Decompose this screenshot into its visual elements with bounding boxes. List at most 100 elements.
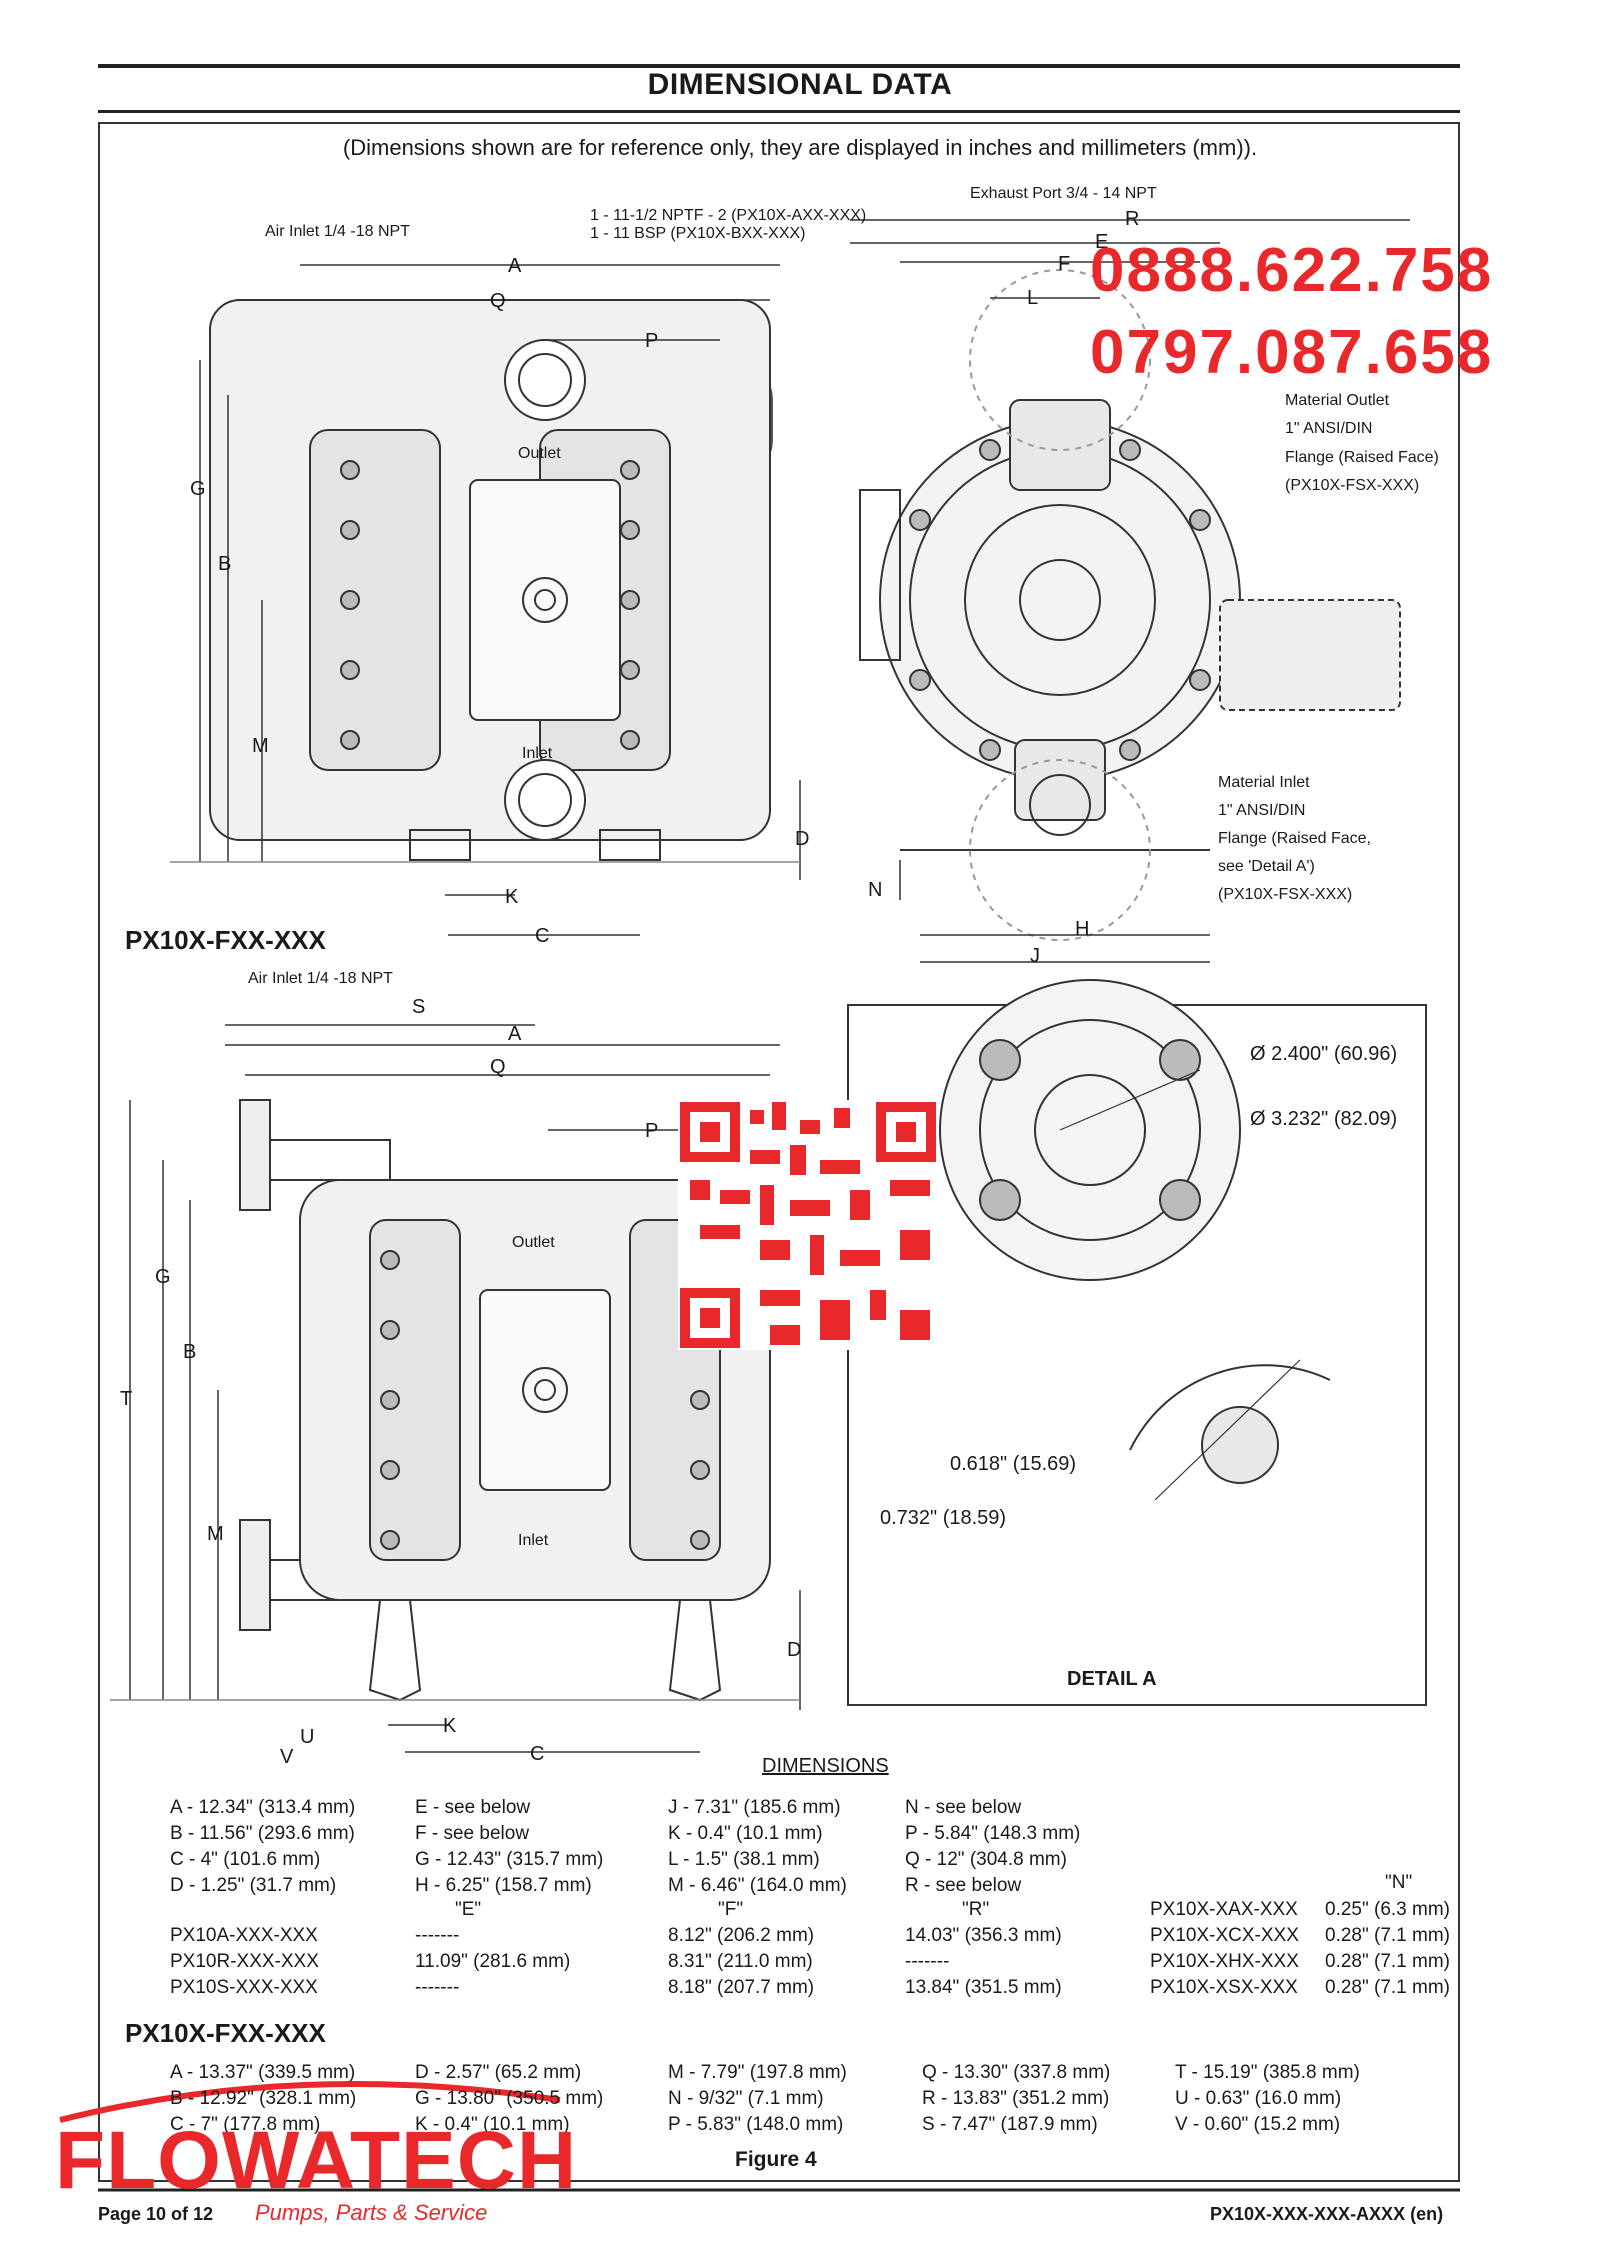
side-view-dimensions [850,219,1410,963]
inlet-label-top: Inlet [522,745,553,762]
material-outlet-4: (PX10X-FSX-XXX) [1285,477,1419,494]
table-cell: ------- [415,1977,460,1998]
table-cell: PX10R-XXX-XXX [170,1951,319,1972]
dim-d-top: D [795,828,809,850]
dim-s: S [412,996,425,1018]
dim-h: H [1075,918,1089,940]
detail-a-drawing [939,979,1331,1501]
brand-swoosh [59,2081,561,2123]
efr-col-model: PX10A-XXX-XXX PX10R-XXX-XXX PX10S-XXX-XX… [170,1923,319,2001]
dim-p-top: P [645,330,658,352]
dim-entry: J - 7.31" (185.6 mm) [668,1797,841,1818]
dim-b-top: B [218,553,231,575]
dim-entry: L - 1.5" (38.1 mm) [668,1849,820,1870]
dim-entry: K - 0.4" (10.1 mm) [668,1823,823,1844]
detail-dim-4: 0.732" (18.59) [880,1507,1006,1529]
page-title: DIMENSIONAL DATA [647,68,953,101]
table-cell: PX10A-XXX-XXX [170,1925,318,1946]
air-inlet-label-top: Air Inlet 1/4 -18 NPT [265,223,410,240]
dim-entry: E - see below [415,1797,531,1818]
phone-number-1: 0888.622.758 [1090,236,1494,305]
pump-side-view-top [859,269,1401,941]
dim-a-top: A [508,255,522,277]
dim-entry: G - 13.80" (350.5 mm) [415,2088,604,2109]
outlet-label-bottom: Outlet [512,1234,555,1251]
fxx-column-5: T - 15.19" (385.8 mm) U - 0.63" (16.0 mm… [1175,2060,1360,2138]
n-col-model: PX10X-XAX-XXX PX10X-XCX-XXX PX10X-XHX-XX… [1150,1897,1299,2001]
efr-header-e: "E" [455,1899,482,1920]
dim-entry: M - 6.46" (164.0 mm) [668,1875,847,1896]
dim-j: J [1030,945,1040,967]
dim-column-3: J - 7.31" (185.6 mm) K - 0.4" (10.1 mm) … [668,1795,847,1899]
efr-header-f: "F" [718,1899,744,1920]
dim-g-bottom: G [155,1266,171,1288]
fxx-column-4: Q - 13.30" (337.8 mm) R - 13.83" (351.2 … [922,2060,1110,2138]
dim-column-2: E - see below F - see below G - 12.43" (… [415,1795,603,1899]
dim-entry: A - 12.34" (313.4 mm) [170,1797,356,1818]
dim-column-4: N - see below P - 5.84" (148.3 mm) Q - 1… [905,1795,1080,1899]
dim-entry: M - 7.79" (197.8 mm) [668,2062,847,2083]
table-cell: 8.12" (206.2 mm) [668,1925,815,1946]
material-inlet-2: 1" ANSI/DIN [1218,802,1305,819]
dim-entry: F - see below [415,1823,530,1844]
table-cell: 8.18" (207.7 mm) [668,1977,815,1998]
document-code: PX10X-XXX-XXX-AXXX (en) [1210,2204,1444,2224]
dim-f: F [1058,253,1070,275]
material-outlet-2: 1" ANSI/DIN [1285,420,1372,437]
dim-k-bottom: K [443,1715,457,1737]
air-inlet-label-bottom: Air Inlet 1/4 -18 NPT [248,970,393,987]
qr-code [678,1100,938,1350]
model-label-fxx: PX10X-FXX-XXX [125,2018,326,2048]
fxx-column-3: M - 7.79" (197.8 mm) N - 9/32" (7.1 mm) … [668,2060,847,2138]
material-outlet-3: Flange (Raised Face) [1285,449,1439,466]
dim-entry: D - 1.25" (31.7 mm) [170,1875,337,1896]
dim-entry: C - 7" (177.8 mm) [170,2114,321,2135]
dim-entry: K - 0.4" (10.1 mm) [415,2114,570,2135]
detail-dim-3: 0.618" (15.69) [950,1453,1076,1475]
page-subtitle: (Dimensions shown are for reference only… [342,135,1258,160]
fxx-column-1: A - 13.37" (339.5 mm) B - 12.92" (328.1 … [170,2060,356,2138]
n-header: "N" [1385,1872,1413,1893]
table-cell: 0.28" (7.1 mm) [1325,1951,1451,1972]
table-cell: 8.31" (211.0 mm) [668,1951,813,1972]
dim-column-1: A - 12.34" (313.4 mm) B - 11.56" (293.6 … [170,1795,355,1899]
dim-entry: A - 13.37" (339.5 mm) [170,2062,356,2083]
top-rule [98,64,1460,68]
table-cell: ------- [415,1925,460,1946]
dim-entry: P - 5.83" (148.0 mm) [668,2114,844,2135]
dim-v: V [280,1746,294,1768]
dim-c-bottom: C [530,1743,544,1765]
dim-entry: P - 5.84" (148.3 mm) [905,1823,1081,1844]
table-cell: PX10X-XAX-XXX [1150,1899,1298,1920]
material-outlet-1: Material Outlet [1285,392,1390,409]
dim-entry: G - 12.43" (315.7 mm) [415,1849,604,1870]
dim-entry: D - 2.57" (65.2 mm) [415,2062,582,2083]
material-inlet-3: Flange (Raised Face, [1218,830,1371,847]
dim-entry: N - see below [905,1797,1022,1818]
pump-front-view-top [209,299,773,861]
efr-col-r: 14.03" (356.3 mm) ------- 13.84" (351.5 … [905,1923,1062,2001]
table-cell: 0.25" (6.3 mm) [1325,1899,1451,1920]
material-inlet-5: (PX10X-FSX-XXX) [1218,886,1352,903]
dim-k-top: K [505,886,519,908]
dimensions-title: DIMENSIONS [762,1755,889,1777]
efr-header-r: "R" [962,1899,990,1920]
dim-entry: H - 6.25" (158.7 mm) [415,1875,592,1896]
thread-label-2: 1 - 11 BSP (PX10X-BXX-XXX) [590,225,806,242]
dim-n: N [868,879,882,901]
model-label-top: PX10X-FXX-XXX [125,925,326,955]
dim-a-bottom: A [508,1023,522,1045]
drawing-frame [98,122,1460,2182]
detail-dim-1: Ø 2.400" (60.96) [1250,1043,1397,1065]
pump-front-view-bottom [239,1099,771,1702]
dim-entry: B - 11.56" (293.6 mm) [170,1823,355,1844]
dim-entry: B - 12.92" (328.1 mm) [170,2088,357,2109]
dim-entry: V - 0.60" (15.2 mm) [1175,2114,1341,2135]
exhaust-port-label: Exhaust Port 3/4 - 14 NPT [970,185,1157,202]
figure-caption: Figure 4 [735,2148,817,2171]
dim-d-bottom: D [787,1639,801,1661]
dim-entry: C - 4" (101.6 mm) [170,1849,321,1870]
efr-col-f: 8.12" (206.2 mm) 8.31" (211.0 mm) 8.18" … [668,1923,814,2001]
table-cell: PX10X-XSX-XXX [1150,1977,1298,1998]
table-cell: PX10X-XHX-XXX [1150,1951,1299,1972]
